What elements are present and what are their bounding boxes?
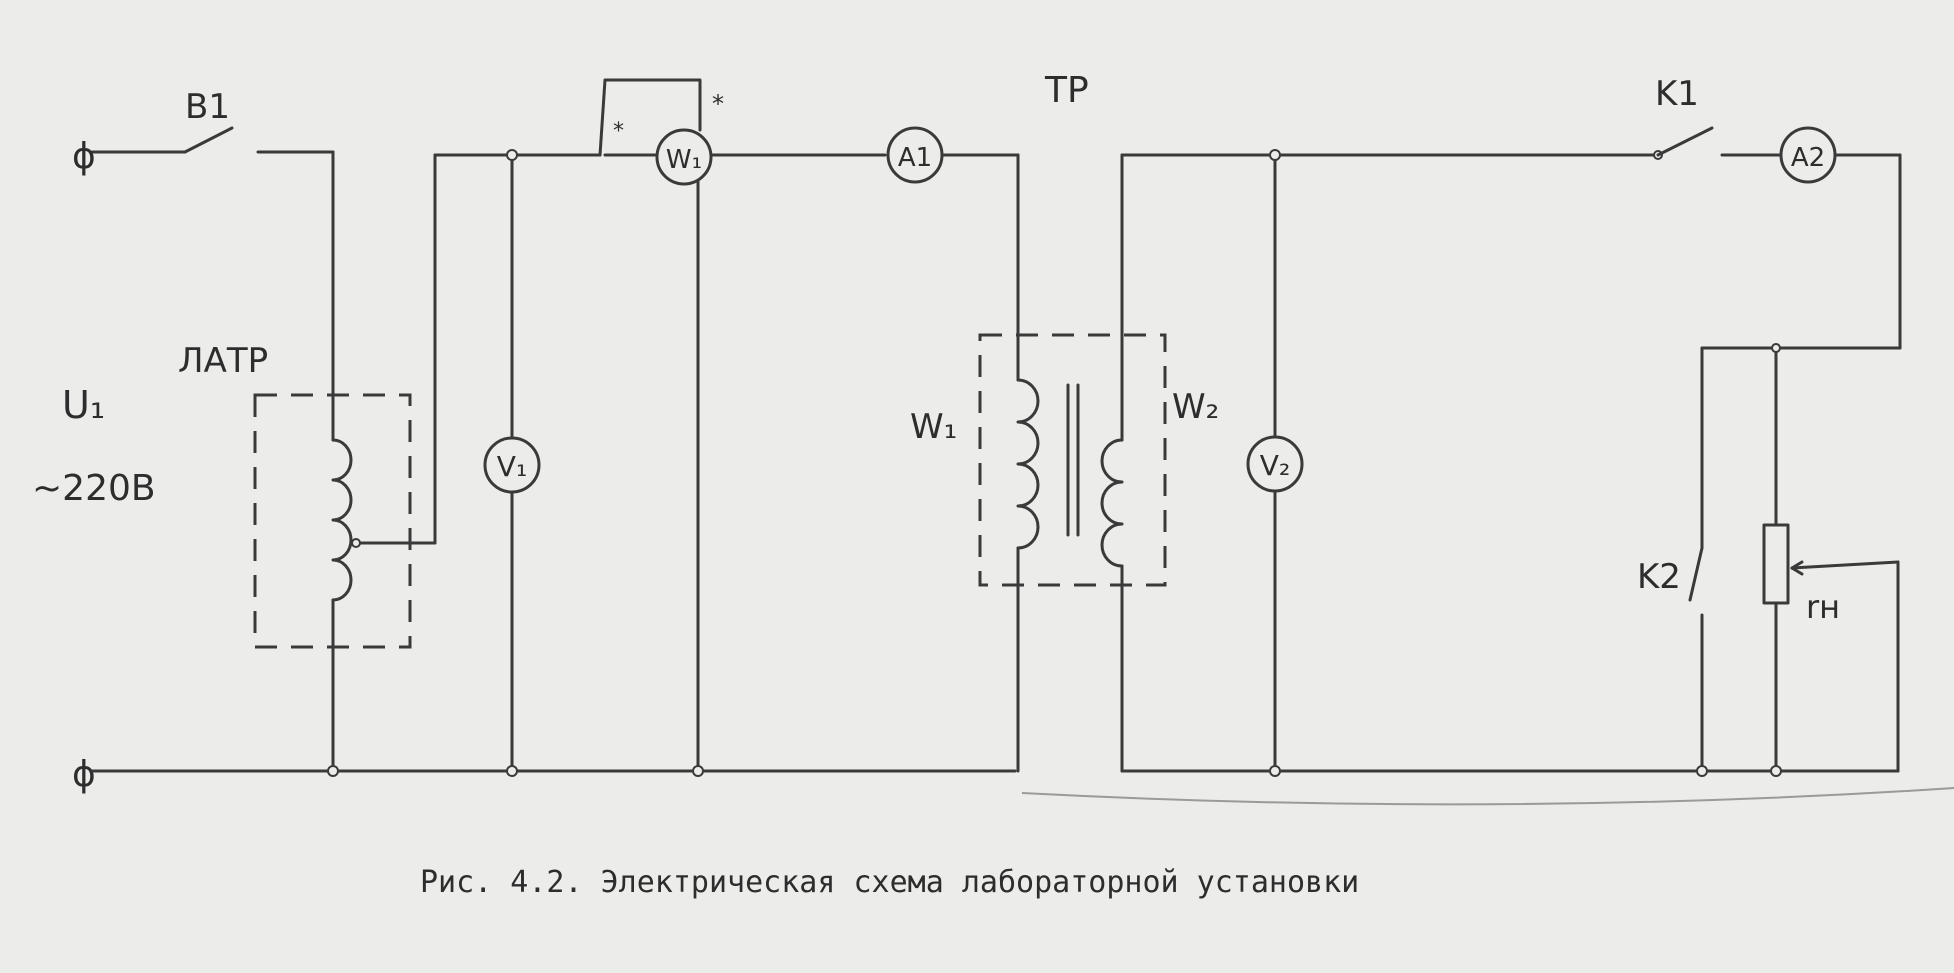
bottom-terminal-symbol: ϕ [72, 754, 96, 795]
winding-w2-label: W₂ [1172, 387, 1219, 427]
ammeter-a1-label: A1 [898, 143, 932, 173]
switch-k2-blade [1688, 546, 1704, 602]
winding-w1-label: W₁ [910, 407, 957, 447]
primary-winding [1016, 378, 1040, 550]
supply-value-label: ~220В [32, 468, 156, 509]
top-terminal-symbol: ϕ [72, 136, 96, 177]
figure-caption: Рис. 4.2. Электрическая схема лабораторн… [420, 865, 1359, 900]
load-resistor-label: rн [1806, 588, 1840, 626]
ammeter-a2-label: A2 [1791, 143, 1825, 173]
transformer: TP W₁ W₂ [910, 70, 1219, 773]
switch-b1-label: B1 [185, 87, 230, 127]
wattmeter-w1-label: W₁ [666, 145, 702, 175]
latr-enclosure [253, 393, 412, 649]
load-resistor [1762, 523, 1790, 605]
supply-voltage-label: U₁ [62, 383, 105, 427]
secondary-section: V₂ K1 A2 K2 rн [1120, 74, 1902, 777]
wattmeter-w1 [655, 128, 713, 186]
voltmeter-v1-label: V₁ [497, 450, 527, 483]
transformer-enclosure [978, 333, 1167, 587]
switch-b1-blade [183, 126, 234, 154]
switch-k2-label: K2 [1637, 557, 1681, 597]
voltmeter-v1 [483, 436, 541, 494]
supply-section: ϕ B1 ϕ U₁ ~220В ЛАТР [32, 87, 1017, 795]
polarity-mark-1: * [613, 119, 624, 144]
secondary-winding [1100, 438, 1124, 568]
polarity-mark-2: * [712, 90, 724, 118]
ammeter-a1 [886, 126, 944, 184]
transformer-label: TP [1044, 70, 1089, 111]
wattmeter-current-loop [598, 78, 702, 157]
voltmeter-v2-label: V₂ [1260, 449, 1290, 482]
latr-label: ЛАТР [178, 341, 268, 381]
primary-section: * * V₁ W₁ A1 [327, 78, 1020, 777]
switch-k1-label: K1 [1655, 74, 1699, 114]
switch-k1-blade [1656, 126, 1714, 157]
latr-coil [331, 438, 353, 602]
voltmeter-v2 [1246, 435, 1304, 493]
